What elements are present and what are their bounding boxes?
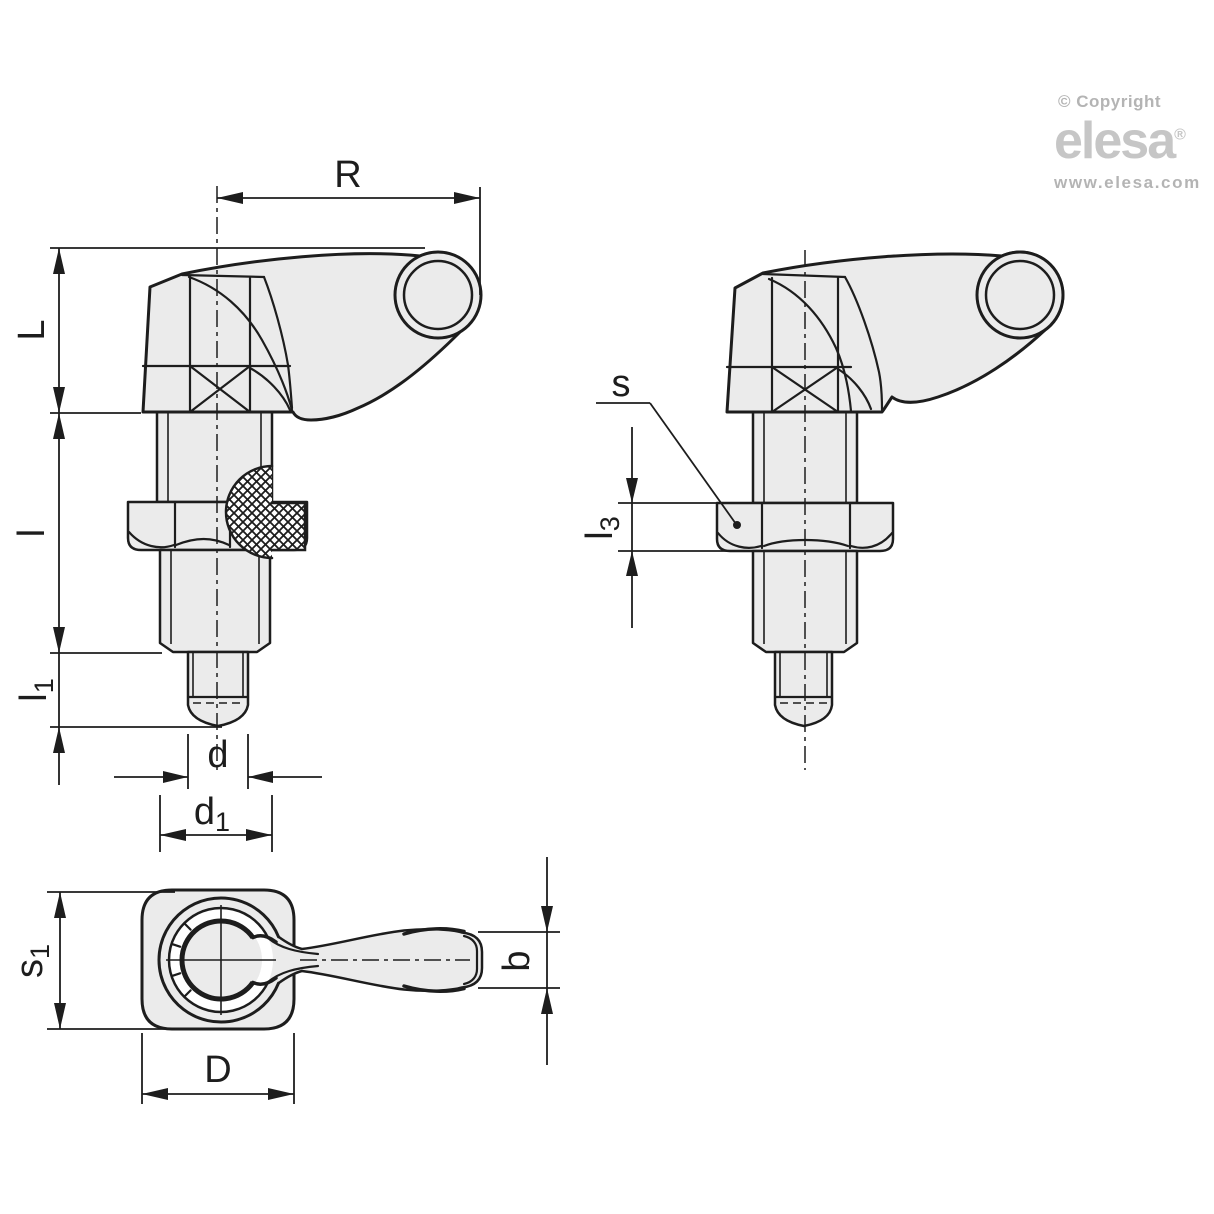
arrowhead [53, 727, 65, 753]
neck-inner-line [266, 936, 320, 956]
dim-label-l: l [11, 529, 53, 537]
nut-chamfer-curve [716, 531, 763, 549]
nut-chamfer-curve [174, 537, 231, 547]
copyright-text: © Copyright [1058, 92, 1162, 111]
dim-label-D: D [204, 1049, 231, 1091]
ring-tick [171, 972, 182, 977]
bottom-view: s1 D b [9, 857, 560, 1104]
dim-label-d: d [207, 734, 228, 776]
nut-chamfer-curve [127, 530, 176, 549]
dim-label-d1: d1 [194, 791, 230, 837]
arrowhead [53, 413, 65, 439]
collar-front-curve [767, 277, 853, 413]
arrowhead [541, 906, 553, 932]
arrowhead [53, 248, 65, 274]
threaded-body [158, 548, 272, 654]
ring-tick [183, 989, 192, 998]
head-top-edge [761, 272, 847, 279]
c-ring-tip [251, 976, 278, 986]
arrowhead [454, 192, 480, 204]
shaft [155, 410, 274, 504]
arrowhead [268, 1088, 294, 1100]
dim-chain-left: L l l1 [11, 247, 425, 785]
dim-label-s1: s1 [9, 944, 55, 978]
brand-text: elesa® [1054, 114, 1212, 169]
plunger-pin [773, 650, 834, 728]
dim-s1: s1 [9, 891, 175, 1030]
cam-block-hatch [272, 503, 305, 550]
dim-R: R [217, 154, 481, 295]
dim-label-l3: l3 [579, 516, 625, 539]
collar-inner-curve [843, 275, 884, 412]
arrowhead [53, 387, 65, 413]
dim-s: s [596, 363, 741, 529]
leader-dot [733, 521, 741, 529]
website-text: www.elesa.com [1054, 172, 1201, 192]
collar-small-curve [836, 367, 873, 411]
cross-line [188, 364, 252, 414]
ring-outer-arc [157, 896, 280, 1024]
registered-mark: ® [1174, 126, 1186, 144]
dim-b: b [478, 857, 560, 1065]
arrowhead [626, 478, 638, 503]
arrowhead [53, 627, 65, 653]
arrowhead [541, 988, 553, 1014]
cam-block-outline [270, 501, 307, 552]
dim-label-l1: l1 [13, 678, 59, 701]
grip-edge [402, 984, 466, 993]
front-view: R L l l1 d [11, 154, 483, 852]
c-ring-tip [251, 934, 278, 944]
dim-label-s: s [612, 363, 631, 405]
dim-label-R: R [334, 154, 361, 196]
head-top-edge [180, 273, 266, 279]
arrowhead [626, 551, 638, 576]
dim-label-b: b [496, 950, 538, 971]
dim-d1: d1 [159, 791, 273, 852]
arrowhead [54, 1003, 66, 1029]
knurled-cam [224, 464, 307, 560]
collar-small-curve [248, 366, 292, 412]
arrowhead [217, 192, 243, 204]
cam-halfdisc-hatch [226, 466, 272, 558]
dim-l3: l3 [579, 427, 735, 628]
elesa-logo: © Copyright elesa® www.elesa.com [1050, 92, 1212, 193]
lever-ring-inner [402, 259, 474, 331]
neck-inner-line [266, 964, 320, 984]
arrowhead [163, 771, 188, 783]
dim-label-L: L [11, 319, 53, 340]
arrowhead [248, 771, 273, 783]
dim-d: d [114, 734, 322, 789]
arrowhead [142, 1088, 168, 1100]
cap-inner-contour [462, 934, 479, 986]
plunger-pin [186, 650, 250, 728]
collar-front-curve [187, 275, 294, 412]
ring-tick [183, 922, 192, 931]
nut-chamfer-curve [849, 531, 894, 549]
dim-D: D [141, 1033, 295, 1104]
handle-outline [277, 927, 484, 993]
brand-word: elesa [1054, 112, 1176, 170]
lever-ring-inner [984, 259, 1056, 331]
arrowhead [160, 829, 186, 841]
arrowhead [54, 892, 66, 918]
side-view: s l3 [579, 250, 1065, 770]
cam-outline [224, 464, 274, 560]
grip-edge [402, 927, 466, 936]
leader-line [649, 402, 737, 525]
ring-tick [171, 943, 182, 948]
arrowhead [246, 829, 272, 841]
